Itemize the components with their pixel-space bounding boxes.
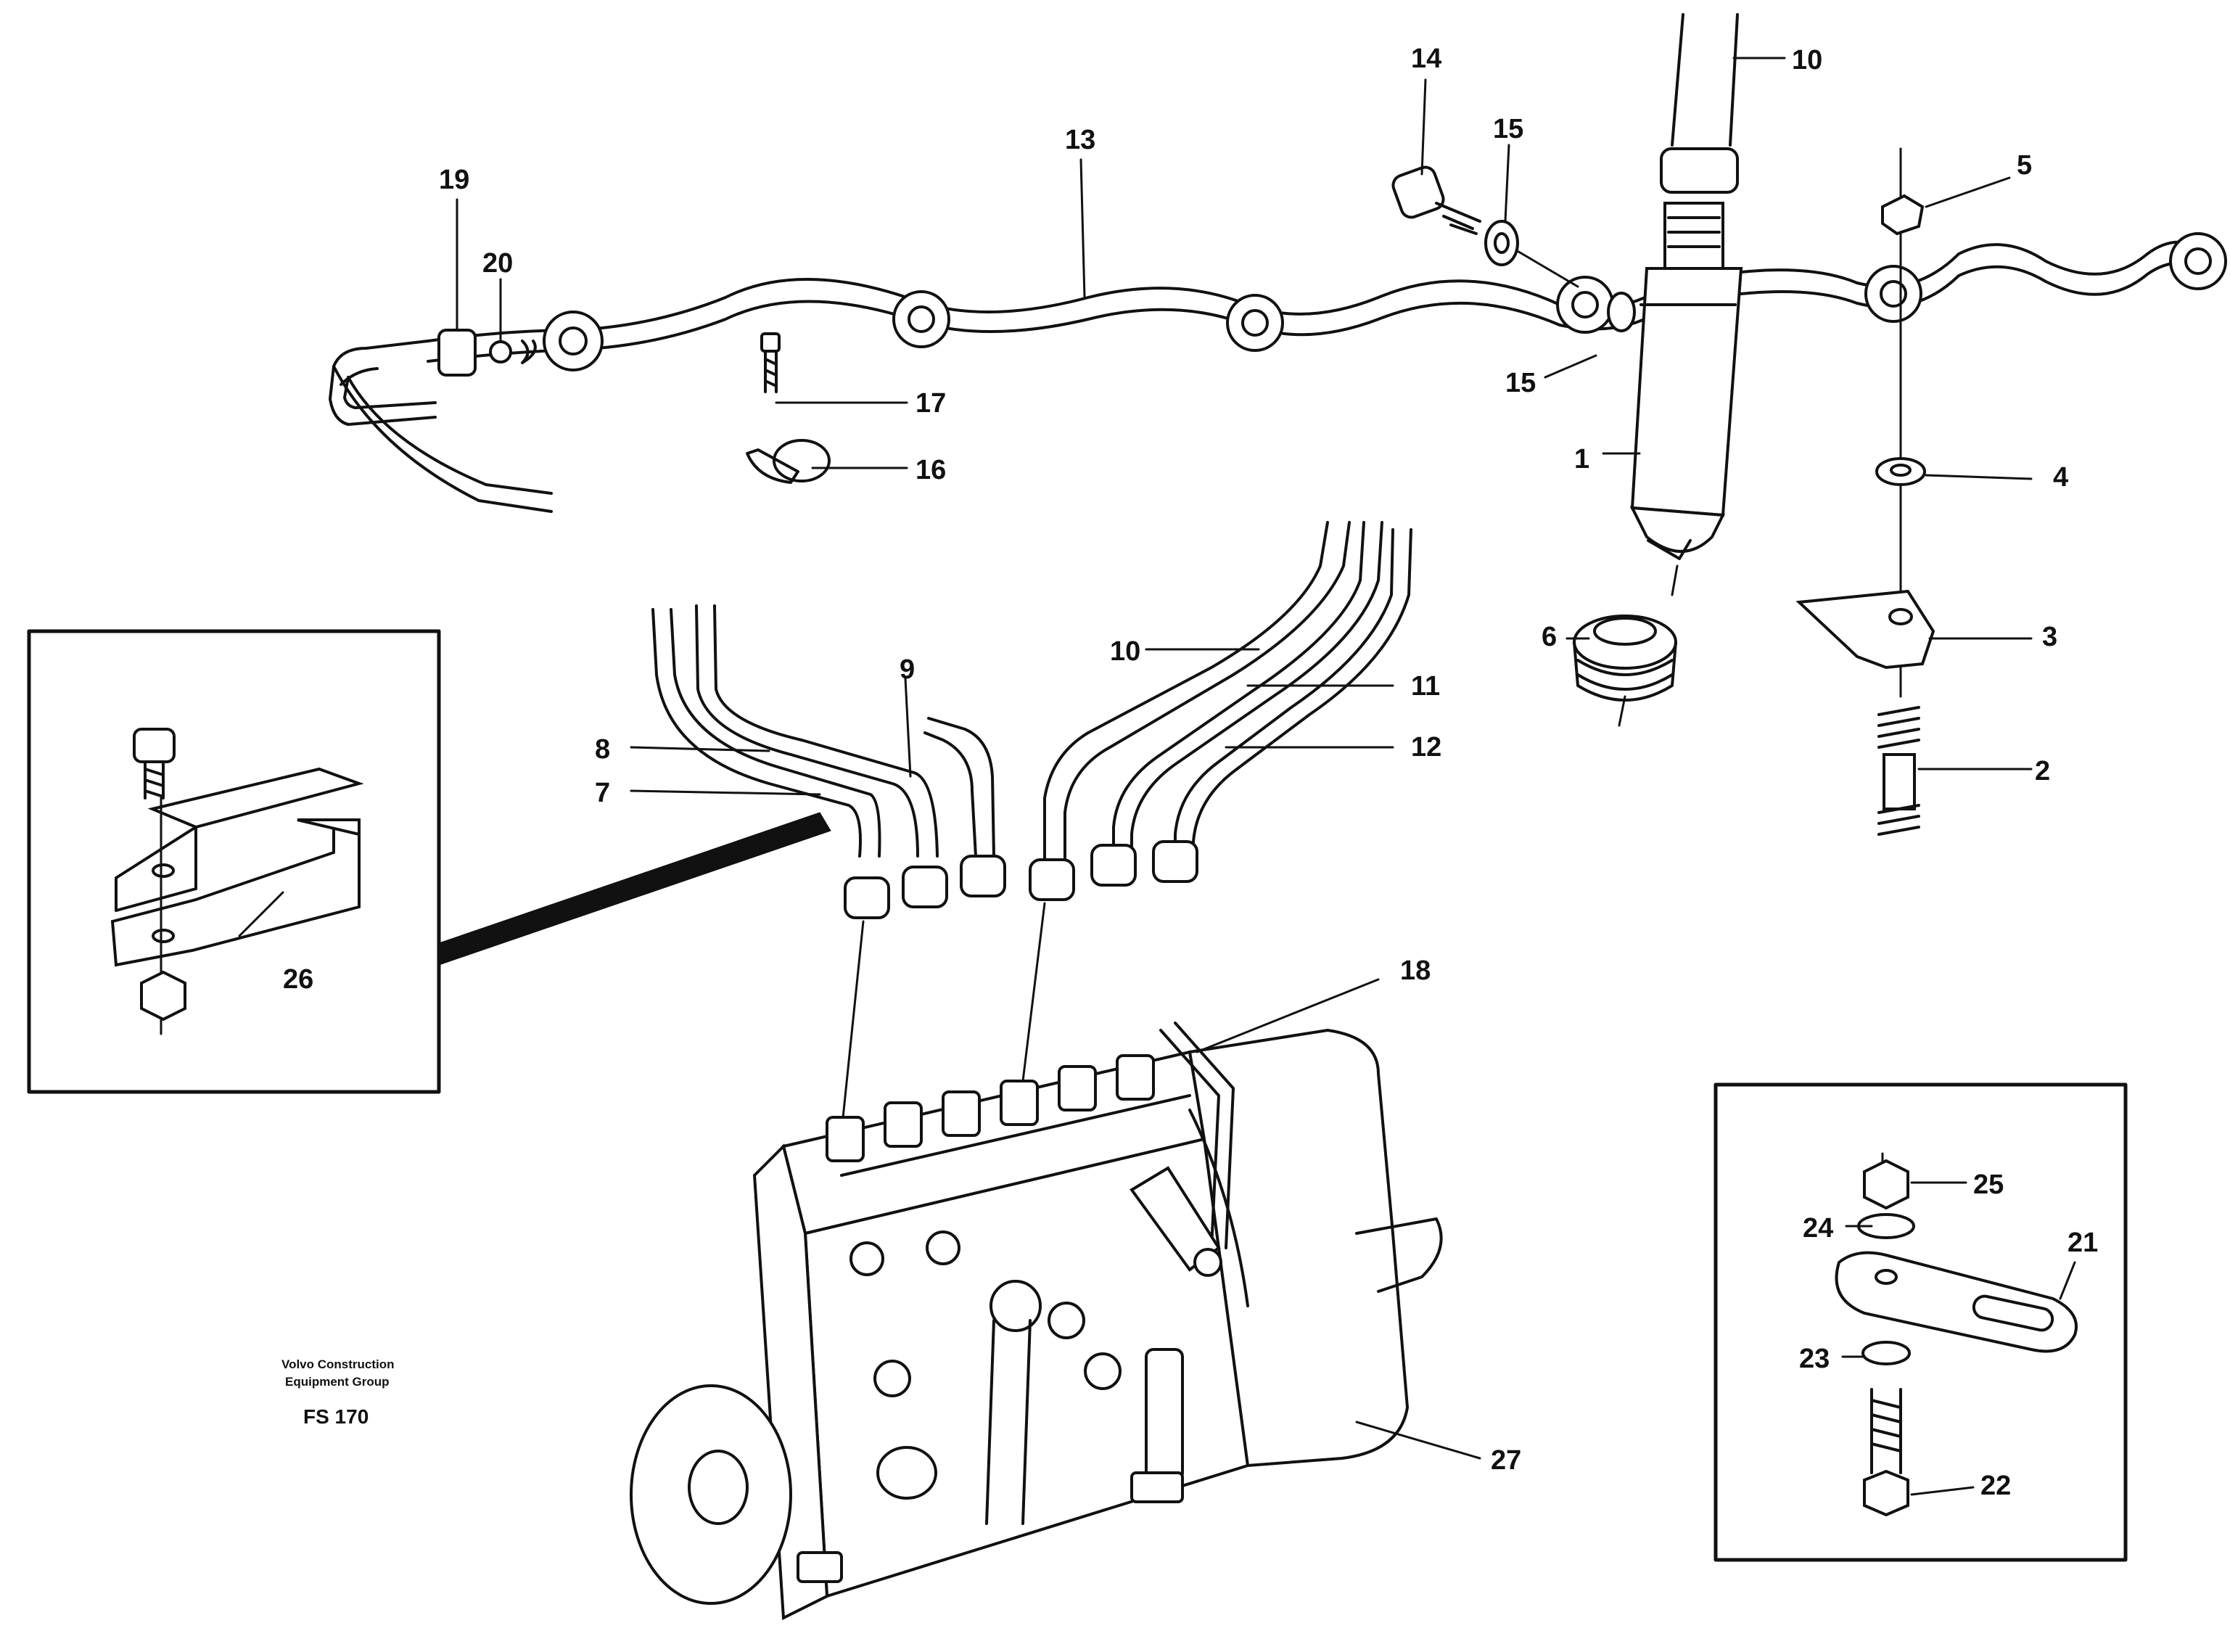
callout-18: 18 — [1400, 956, 1431, 986]
callout-2: 2 — [2035, 756, 2050, 786]
delivery-pipes — [651, 521, 1412, 1133]
callout-25: 25 — [1973, 1170, 2004, 1200]
callout-15-upper: 15 — [1493, 114, 1523, 144]
callout-16: 16 — [916, 455, 946, 485]
callout-10-upper: 10 — [1792, 45, 1822, 75]
callout-24: 24 — [1803, 1213, 1833, 1244]
callout-21: 21 — [2068, 1228, 2098, 1258]
injection-pump-27 — [630, 1022, 1443, 1621]
callout-17: 17 — [916, 388, 946, 419]
callout-11: 11 — [1411, 671, 1440, 702]
callout-15-lower: 15 — [1505, 368, 1536, 398]
callout-8: 8 — [595, 734, 610, 765]
caption-company-line2: Equipment Group — [285, 1375, 390, 1389]
inset-bracket-26 — [27, 629, 831, 1094]
callout-1: 1 — [1574, 444, 1589, 474]
injector-assembly — [1391, 13, 1935, 836]
callout-4: 4 — [2053, 462, 2068, 493]
callout-20: 20 — [482, 248, 513, 279]
caption-figure-code: FS 170 — [303, 1405, 369, 1428]
callout-22: 22 — [1980, 1471, 2011, 1501]
callout-7: 7 — [595, 778, 610, 808]
inset-bracket-21 — [1713, 1082, 2128, 1562]
callout-6: 6 — [1542, 622, 1557, 652]
callout-27: 27 — [1491, 1445, 1521, 1476]
callout-19: 19 — [439, 165, 469, 195]
caption-block: Volvo Construction Equipment Group FS 17… — [281, 1357, 395, 1428]
caption-company-line1: Volvo Construction — [281, 1357, 395, 1371]
callout-23: 23 — [1799, 1344, 1830, 1374]
callout-labels: 1 2 3 4 5 6 7 8 9 10 10 11 12 13 14 15 1… — [283, 44, 2098, 1501]
callout-9: 9 — [900, 654, 915, 685]
callout-12: 12 — [1411, 732, 1441, 763]
callout-5: 5 — [2017, 150, 2032, 181]
callout-3: 3 — [2042, 622, 2057, 652]
callout-26: 26 — [283, 964, 313, 995]
callout-10-lower: 10 — [1110, 636, 1140, 667]
leader-lines — [238, 57, 2076, 1496]
leak-off-pipe-13 — [329, 232, 2227, 513]
callout-14: 14 — [1411, 44, 1441, 74]
callout-13: 13 — [1065, 125, 1095, 155]
clamp-16-screw-17 — [746, 332, 831, 484]
